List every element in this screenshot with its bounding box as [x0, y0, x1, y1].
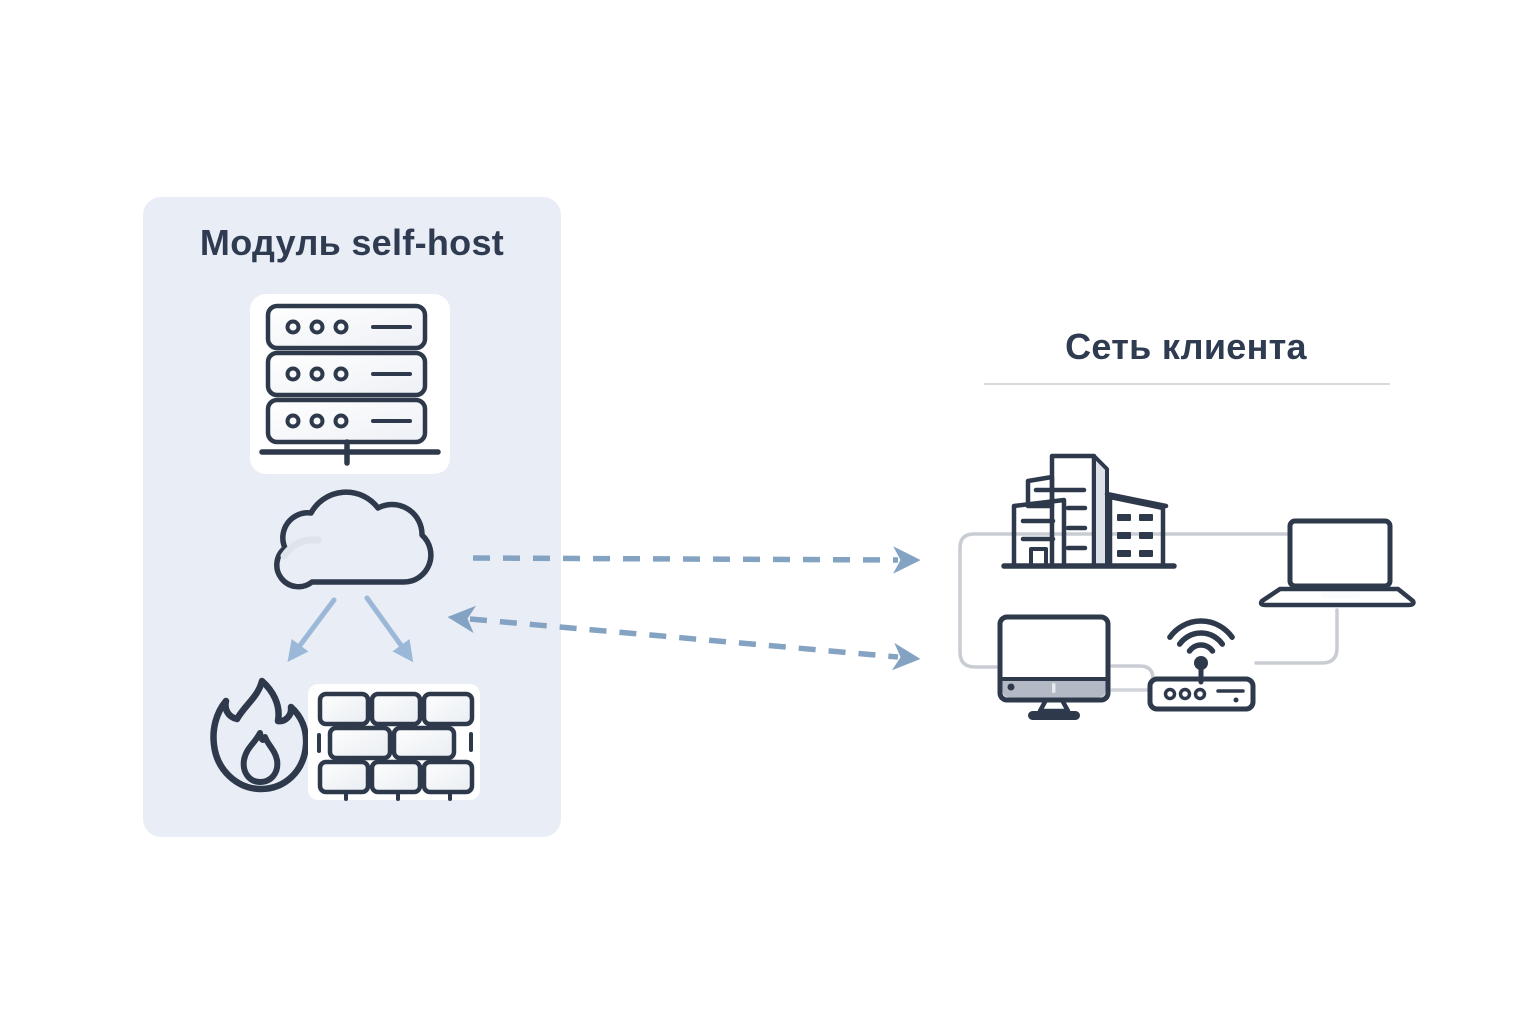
wifi-router-icon	[1147, 618, 1256, 712]
laptop-icon	[1258, 518, 1416, 608]
cloud-icon	[274, 489, 434, 590]
dashed-connection-arrows	[447, 546, 921, 671]
office-building-icon	[1001, 453, 1177, 569]
desktop-monitor-icon	[997, 614, 1111, 720]
server-stack-icon	[250, 294, 450, 474]
client-network-connectors	[958, 532, 1339, 692]
self-host-module-title: Модуль self-host	[199, 222, 505, 263]
client-network-title: Сеть клиента	[1065, 326, 1307, 367]
firewall-brick-wall-icon	[308, 684, 480, 801]
client-to-cloud-dashed-arrow	[447, 605, 921, 671]
client-network-underline	[984, 383, 1390, 385]
cloud-to-client-dashed-arrow	[472, 546, 921, 574]
fire-icon	[210, 677, 310, 793]
cloud-to-fire-arrow	[287, 597, 337, 662]
cloud-output-arrows	[287, 595, 414, 663]
cloud-to-firewall-arrow	[364, 595, 414, 663]
